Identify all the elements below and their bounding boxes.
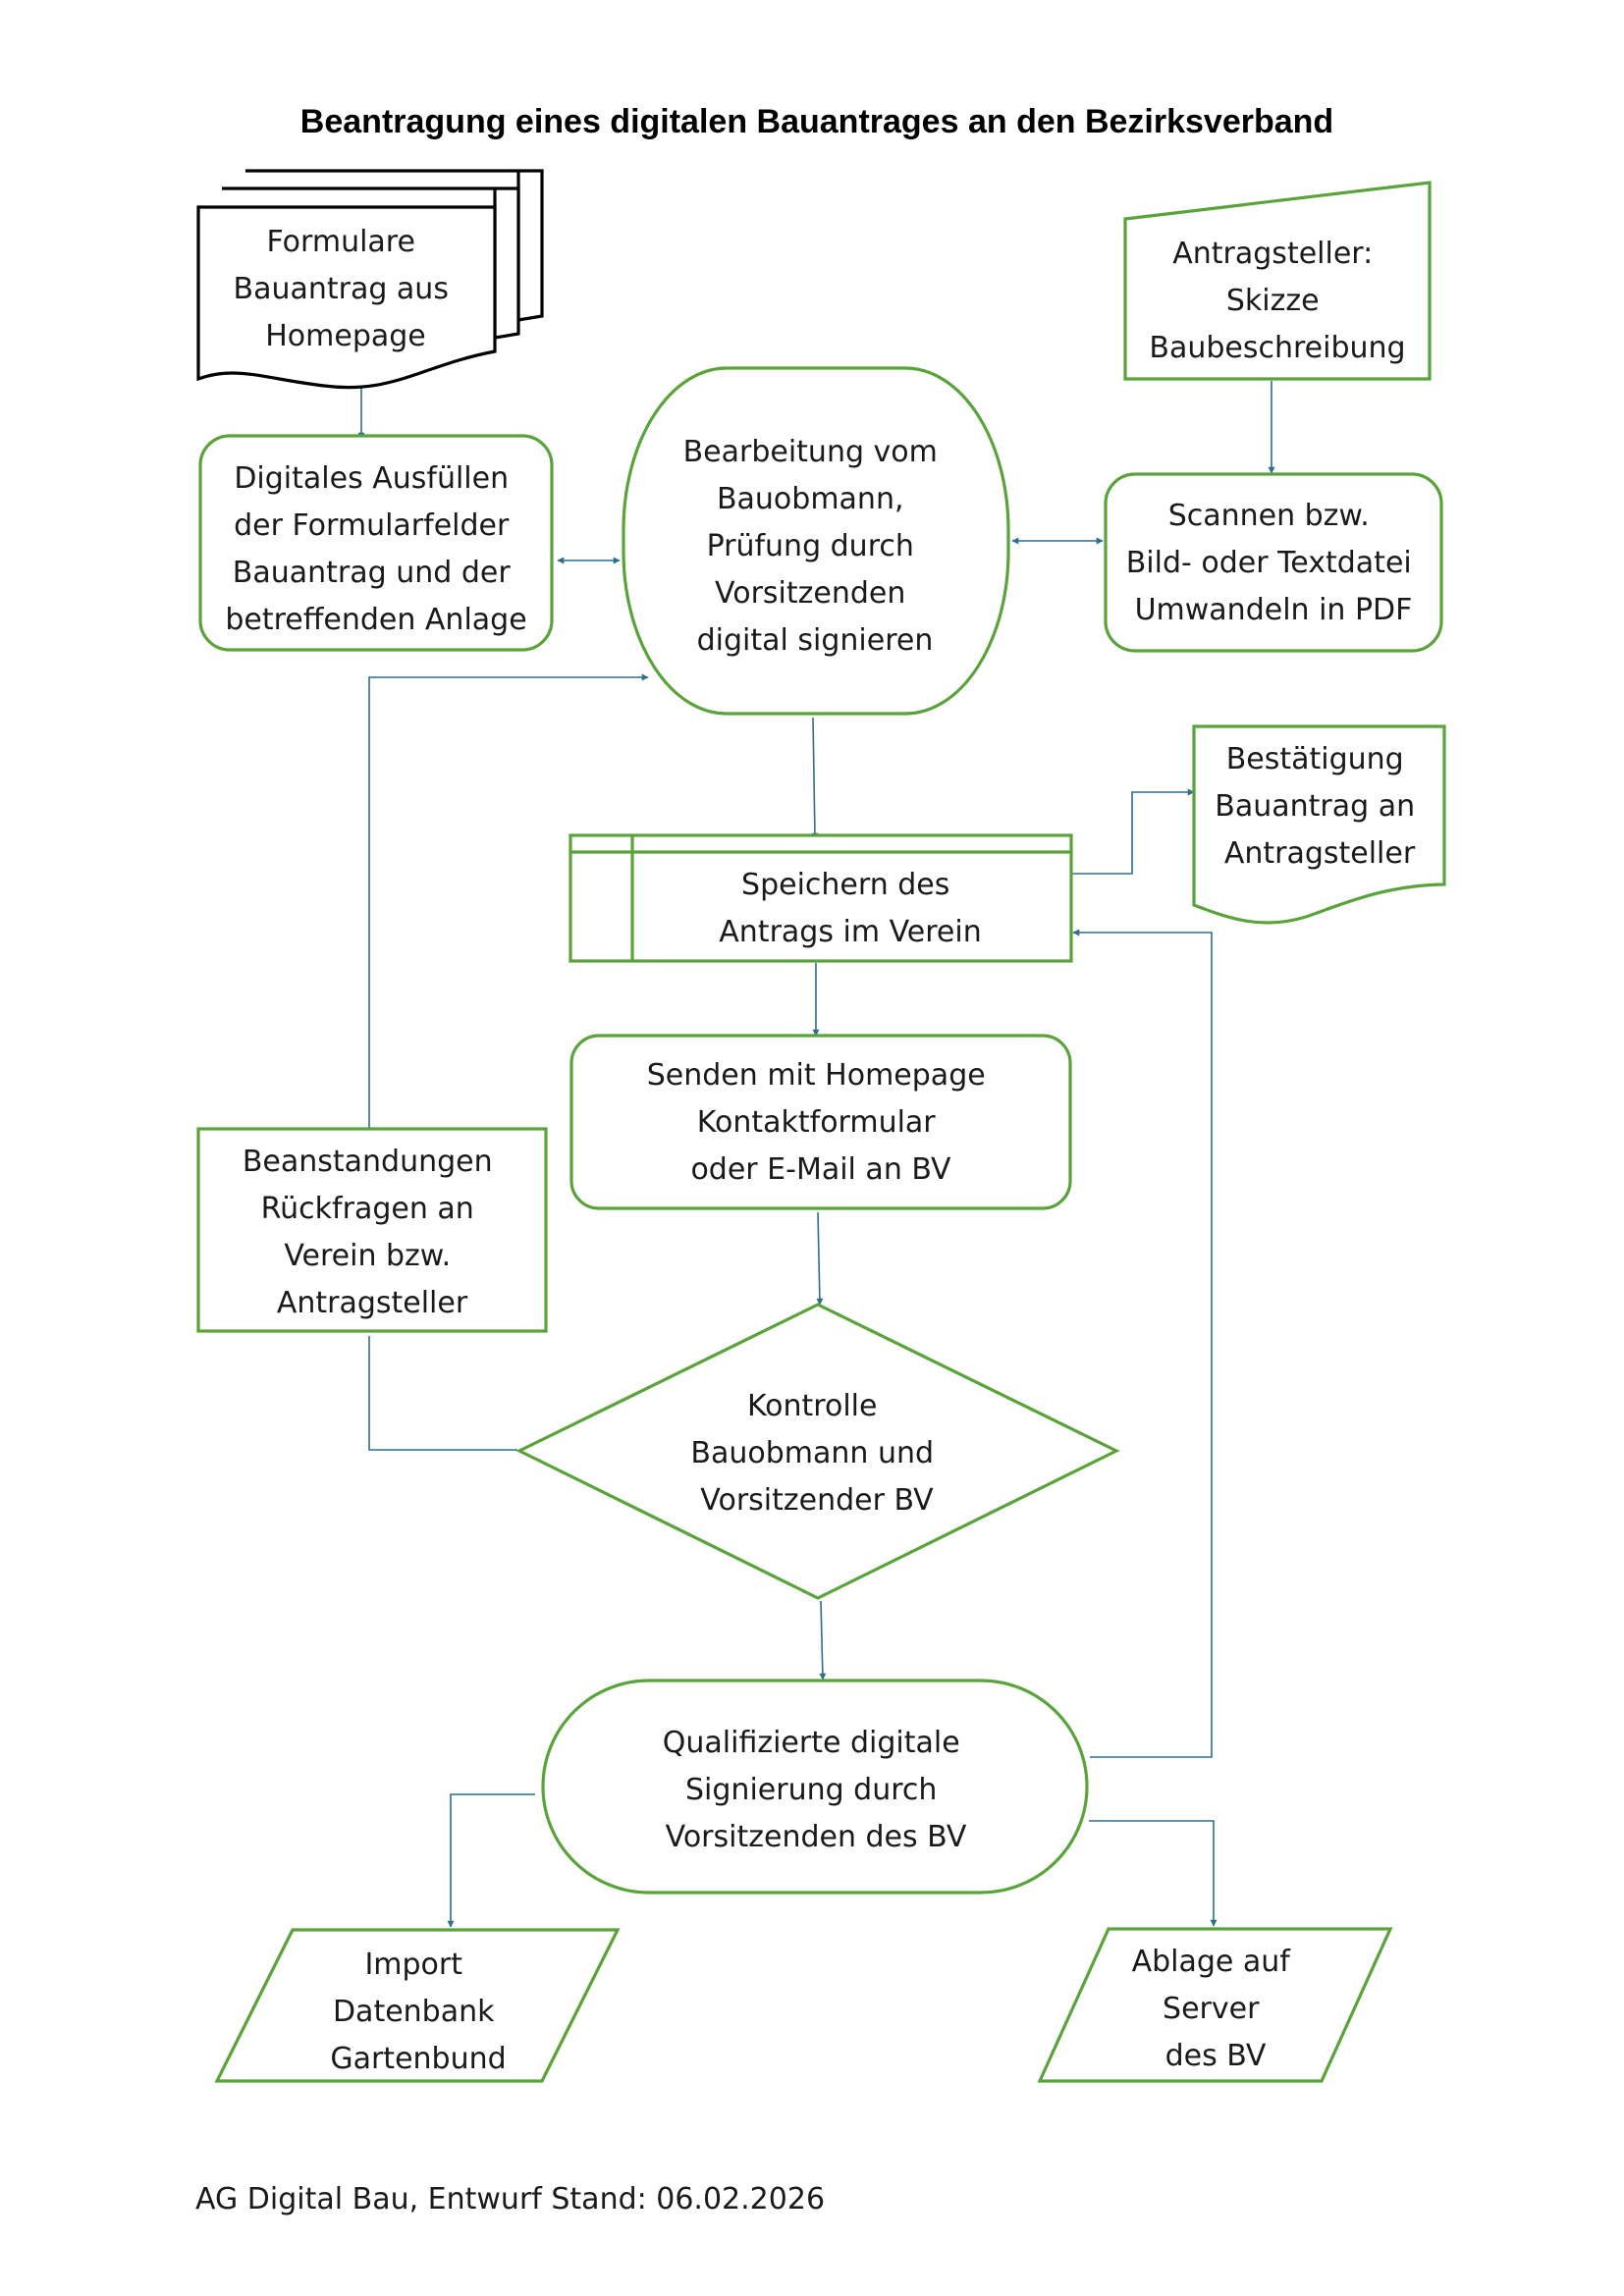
- connector-beanstandungen-to-bearbeitung: [368, 673, 649, 1129]
- node-import-text: Import Datenbank Gartenbund: [330, 1948, 506, 2076]
- node-ausfuellen: Digitales Ausfüllen der Formularfelder B…: [198, 434, 554, 652]
- document-shape: [196, 205, 497, 390]
- connector-signierung-to-speichern: [1072, 929, 1213, 1758]
- connectors: [357, 378, 1275, 1928]
- node-signierung-text: Qualifizierte digitale Signierung durch …: [663, 1726, 969, 1854]
- node-bearbeitung: Bearbeitung vom Bauobmann, Prüfung durch…: [622, 366, 1010, 716]
- decision-shape: [515, 1303, 1120, 1600]
- node-formulare-text: Formulare Bauantrag aus Homepage: [233, 225, 458, 353]
- node-beanstandungen-text: Beanstandungen Rückfragen an Verein bzw.…: [243, 1145, 502, 1320]
- document-shape: [1192, 724, 1446, 925]
- connector-bearbeitung-to-speichern: [811, 717, 819, 840]
- node-antragsteller: Antragsteller: Skizze Baubeschreibung: [1123, 181, 1432, 381]
- storage-shape: [568, 833, 1073, 963]
- connector-senden-to-kontrolle: [816, 1211, 824, 1306]
- process-shape: [196, 1127, 548, 1333]
- node-scannen-text: Scannen bzw. Bild- oder Textdatei Umwand…: [1126, 499, 1422, 627]
- manual-input-shape: [1123, 181, 1432, 381]
- node-bestaetigung: Bestätigung Bauantrag an Antragsteller: [1192, 724, 1446, 925]
- connector-kontrolle-to-beanstandungen: [368, 1336, 517, 1451]
- footer-text: AG Digital Bau, Entwurf Stand: 06.02.202…: [195, 2182, 825, 2216]
- node-kontrolle-text: Kontrolle Bauobmann und Vorsitzender BV: [690, 1389, 943, 1518]
- node-ablage: Ablage auf Server des BV: [1037, 1927, 1393, 2083]
- node-bearbeitung-text: Bearbeitung vom Bauobmann, Prüfung durch…: [683, 435, 947, 658]
- node-ausfuellen-text: Digitales Ausfüllen der Formularfelder B…: [225, 461, 526, 637]
- node-speichern-text: Speichern des Antrags im Verein: [719, 868, 981, 949]
- node-ablage-text: Ablage auf Server des BV: [1132, 1945, 1300, 2073]
- node-senden-text: Senden mit Homepage Kontaktformular oder…: [647, 1058, 996, 1187]
- node-kontrolle: Kontrolle Bauobmann und Vorsitzender BV: [515, 1303, 1120, 1600]
- process-shape: [1104, 472, 1443, 653]
- node-speichern: Speichern des Antrags im Verein: [568, 833, 1073, 963]
- node-scannen: Scannen bzw. Bild- oder Textdatei Umwand…: [1104, 472, 1443, 653]
- node-import: Import Datenbank Gartenbund: [214, 1928, 621, 2083]
- node-formulare: Formulare Bauantrag aus Homepage: [196, 169, 544, 390]
- diagram-title: Beantragung eines digitalen Bauantrages …: [300, 103, 1333, 140]
- node-bestaetigung-text: Bestätigung Bauantrag an Antragsteller: [1215, 742, 1424, 871]
- connector-kontrolle-to-signierung: [819, 1600, 827, 1681]
- process-shape: [569, 1034, 1072, 1210]
- data-shape: [1037, 1927, 1393, 2083]
- rounded-process-shape: [622, 366, 1010, 716]
- connector-signierung-to-import: [447, 1793, 535, 1928]
- node-senden: Senden mit Homepage Kontaktformular oder…: [569, 1034, 1072, 1210]
- connector-speichern-to-bestaetigung: [1071, 788, 1195, 875]
- terminator-shape: [541, 1679, 1089, 1895]
- process-shape: [198, 434, 554, 652]
- connector-signierung-to-ablage: [1089, 1820, 1218, 1927]
- data-shape: [214, 1928, 621, 2083]
- node-signierung: Qualifizierte digitale Signierung durch …: [541, 1679, 1089, 1895]
- node-beanstandungen: Beanstandungen Rückfragen an Verein bzw.…: [196, 1127, 548, 1333]
- node-antragsteller-text: Antragsteller: Skizze Baubeschreibung: [1149, 237, 1405, 365]
